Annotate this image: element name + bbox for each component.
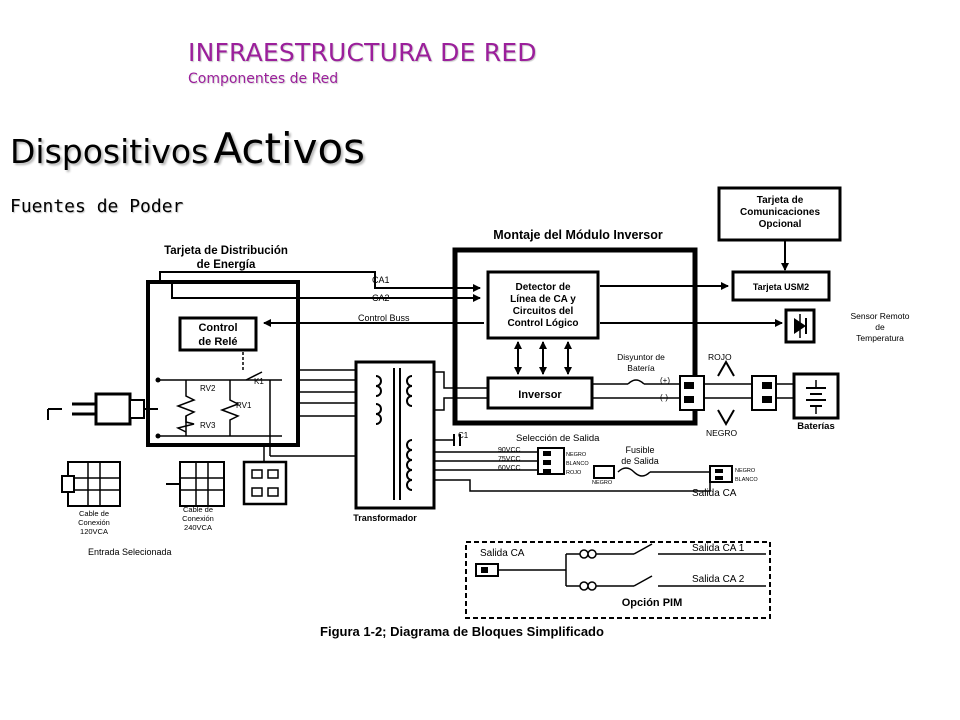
control-bus-label: Control Buss: [358, 313, 410, 323]
out-wire-negro: NEGRO: [735, 468, 756, 474]
cable240-line1: Cable de: [183, 505, 213, 514]
voltage-60: 60VCC: [498, 465, 521, 472]
k1-label: K1: [254, 377, 264, 386]
voltage-90: 90VCC: [498, 447, 521, 454]
sel-wire-negro: NEGRO: [566, 452, 587, 458]
pim-out1-label: Salida CA 1: [692, 543, 745, 554]
rojo-label: ROJO: [708, 352, 732, 362]
cable120-line2: Conexión: [78, 518, 110, 527]
pim-salida-ca-label: Salida CA: [480, 548, 525, 559]
out-wire-blanco: BLANCO: [735, 477, 758, 483]
input-socket-icon: [242, 445, 288, 506]
slide-title-part1: Dispositivos: [10, 132, 209, 171]
output-selection-label: Selección de Salida: [516, 433, 600, 444]
dist-card-box: [146, 280, 300, 447]
battery-icon: [806, 380, 826, 414]
sensor-line1: Sensor Remoto: [850, 311, 909, 321]
relay-control-line2: de Relé: [198, 336, 237, 348]
power-plug-icon: [47, 392, 158, 426]
detector-box: [486, 270, 600, 340]
inversor-box: [486, 376, 594, 410]
sensor-line3: Temperatura: [856, 333, 904, 343]
pim-option-box: [465, 541, 771, 619]
detector-line3: Circuitos del: [513, 306, 574, 317]
pim-out2-label: Salida CA 2: [692, 574, 745, 585]
sel-wire-blanco: BLANCO: [566, 461, 589, 467]
detector-line2: Línea de CA y: [510, 294, 576, 305]
comm-card-line2: Comunicaciones: [740, 207, 820, 218]
rv1-label: RV1: [236, 401, 252, 410]
slide-title: Dispositivos Activos: [10, 124, 365, 173]
cable-240v-icon: [166, 461, 225, 507]
breaker-line2: Batería: [627, 363, 655, 373]
sel-wire-rojo: ROJO: [566, 470, 582, 476]
detector-line1: Detector de: [515, 282, 570, 293]
thermistor-icon: [794, 314, 807, 338]
slide-title-part2: Activos: [213, 124, 366, 173]
breaker-line1: Disyuntor de: [617, 352, 665, 362]
dist-card-line1: Tarjeta de Distribución: [164, 245, 288, 257]
inversor-label: Inversor: [518, 389, 562, 401]
comm-card-box: [717, 186, 842, 242]
pim-option-label: Opción PIM: [622, 597, 683, 609]
dist-card-line2: de Energía: [197, 259, 256, 271]
fuse-line2: de Salida: [621, 456, 659, 466]
comm-card-line1: Tarjeta de: [757, 195, 804, 206]
plus-label: (+): [660, 376, 670, 385]
negro-connector: [593, 465, 615, 479]
cable-120v-icon: [61, 461, 121, 507]
fuse-line1: Fusible: [625, 445, 654, 455]
relay-control-box: [178, 316, 258, 352]
header-subtitle: Componentes de Red: [188, 71, 339, 87]
comm-card-line3: Opcional: [759, 219, 802, 230]
header-title: INFRAESTRUCTURA DE RED: [188, 38, 537, 67]
negro-label: NEGRO: [706, 428, 738, 438]
batteries-label: Baterías: [797, 421, 835, 432]
figure-caption: Figura 1-2; Diagrama de Bloques Simplifi…: [320, 624, 604, 639]
minus-label: (-): [660, 393, 668, 402]
c1-label: C1: [458, 431, 469, 440]
ca2-label: CA2: [372, 293, 390, 303]
cable120-line1: Cable de: [79, 509, 109, 518]
relay-control-line1: Control: [198, 322, 237, 334]
cable240-line3: 240VCA: [184, 523, 212, 532]
transformer-label: Transformador: [353, 513, 417, 523]
negro-connector-label: NEGRO: [592, 480, 613, 486]
detector-line4: Control Lógico: [507, 318, 578, 329]
inverter-module-box: [452, 247, 698, 426]
voltage-75: 75VCC: [498, 456, 521, 463]
cable120-line3: 120VCA: [80, 527, 108, 536]
usm2-card-box: [731, 270, 831, 302]
inverter-module-label: Montaje del Módulo Inversor: [493, 228, 663, 242]
battery-connector-left: [679, 375, 705, 411]
usm2-card-label: Tarjeta USM2: [753, 282, 809, 292]
cable240-line2: Conexión: [182, 514, 214, 523]
selected-input-label: Entrada Selecionada: [88, 547, 172, 557]
sensor-line2: de: [875, 322, 885, 332]
salida-ca-label: Salida CA: [692, 488, 737, 499]
ca1-label: CA1: [372, 275, 390, 285]
rv2-label: RV2: [200, 384, 216, 393]
slide-subtitle: Fuentes de Poder: [10, 196, 184, 217]
battery-connector-right: [751, 375, 777, 411]
rv3-label: RV3: [200, 421, 216, 430]
